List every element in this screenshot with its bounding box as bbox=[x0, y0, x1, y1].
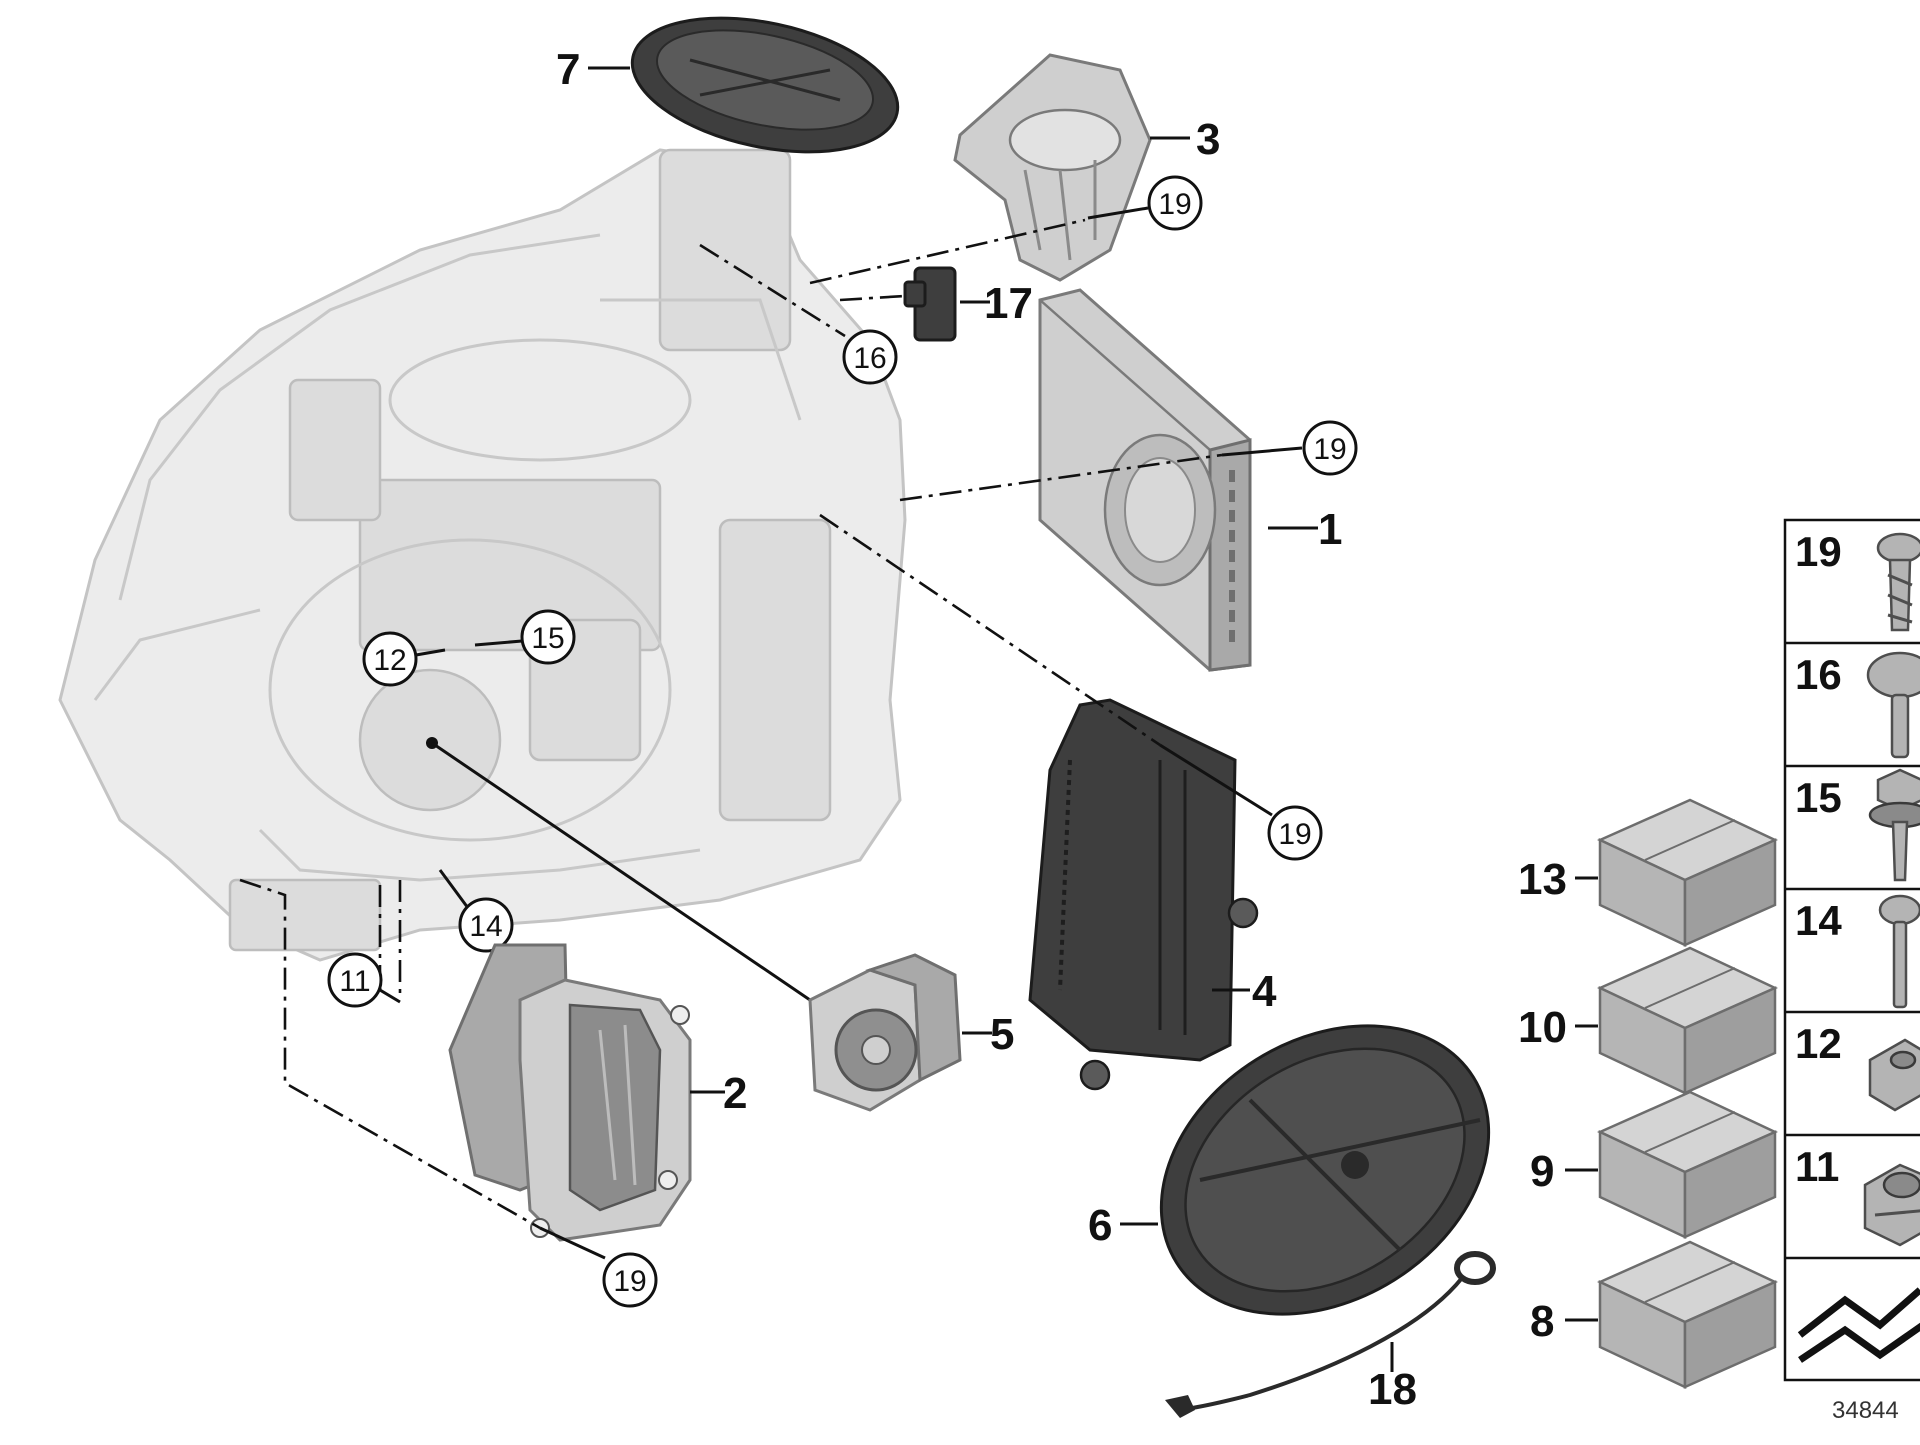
part-18-ground-cable bbox=[1165, 1251, 1496, 1418]
part-3-bulb-holder bbox=[953, 53, 1190, 282]
legend-row-14: 14 bbox=[1795, 897, 1842, 944]
callout-14-label: 14 bbox=[469, 910, 502, 943]
callout-19-upper-right: 19 bbox=[899, 420, 1358, 502]
legend-row-15: 15 bbox=[1795, 774, 1842, 821]
callout-8: 8 bbox=[1530, 1297, 1554, 1346]
callout-11-label: 11 bbox=[339, 965, 370, 998]
callout-13: 13 bbox=[1518, 855, 1567, 904]
callout-19-bottom-label: 19 bbox=[613, 1265, 646, 1298]
callout-6: 6 bbox=[1088, 1201, 1112, 1250]
part-17-sensor bbox=[903, 266, 990, 342]
kit-box-10 bbox=[1575, 946, 1779, 1095]
callout-15-label: 15 bbox=[531, 622, 564, 655]
legend-row-11: 11 bbox=[1795, 1143, 1839, 1190]
callout-16-label: 16 bbox=[853, 342, 886, 375]
fastener-legend: 19 16 15 14 12 1 bbox=[1783, 518, 1920, 1382]
callout-2: 2 bbox=[723, 1069, 747, 1118]
part-6-rear-cover bbox=[1120, 1024, 1491, 1316]
cage-nut-icon bbox=[1863, 1163, 1920, 1247]
callout-9: 9 bbox=[1530, 1147, 1554, 1196]
part-2-air-duct bbox=[448, 943, 725, 1242]
callout-19-middle-right: 19 bbox=[819, 513, 1323, 861]
callout-12: 12 bbox=[362, 631, 446, 687]
callout-19-top-label: 19 bbox=[1158, 188, 1191, 221]
callout-3: 3 bbox=[1196, 115, 1220, 164]
callout-5: 5 bbox=[990, 1010, 1014, 1059]
callout-15: 15 bbox=[474, 609, 576, 665]
callout-19-middle-right-label: 19 bbox=[1278, 818, 1311, 851]
screw-icon bbox=[1876, 532, 1920, 632]
hex-bolt-icon bbox=[1868, 768, 1920, 882]
flange-screw-icon bbox=[1866, 651, 1920, 759]
document-number: 34844 bbox=[1832, 1397, 1899, 1424]
callout-19-upper-right-label: 19 bbox=[1313, 433, 1346, 466]
legend-row-19: 19 bbox=[1795, 528, 1842, 575]
kit-symbol-icon bbox=[1797, 1287, 1920, 1363]
callout-17: 17 bbox=[984, 279, 1033, 328]
callout-12-label: 12 bbox=[373, 644, 406, 677]
long-screw-icon bbox=[1878, 894, 1920, 1009]
callout-11: 11 bbox=[327, 885, 401, 1008]
kit-box-8 bbox=[1565, 1240, 1779, 1389]
legend-row-16: 16 bbox=[1795, 651, 1842, 698]
callout-14: 14 bbox=[398, 869, 514, 1000]
callout-16: 16 bbox=[699, 243, 898, 385]
legend-row-12: 12 bbox=[1795, 1020, 1842, 1067]
callout-10: 10 bbox=[1518, 1003, 1567, 1052]
part-1-control-unit bbox=[1038, 288, 1318, 672]
kit-box-9 bbox=[1565, 1090, 1779, 1239]
part-4-led-module bbox=[1028, 698, 1259, 1091]
part-5-fan bbox=[808, 953, 992, 1112]
kit-box-13 bbox=[1575, 798, 1779, 947]
callout-4: 4 bbox=[1252, 967, 1277, 1016]
clip-nut-icon bbox=[1868, 1038, 1920, 1112]
callout-18: 18 bbox=[1368, 1365, 1417, 1414]
headlight-housing bbox=[58, 148, 907, 962]
callout-19-bottom: 19 bbox=[239, 878, 658, 1308]
callout-7: 7 bbox=[556, 45, 580, 94]
part-7-cover-cap bbox=[588, 16, 900, 154]
callout-19-top: 19 bbox=[1087, 175, 1203, 231]
callout-1: 1 bbox=[1318, 505, 1342, 554]
